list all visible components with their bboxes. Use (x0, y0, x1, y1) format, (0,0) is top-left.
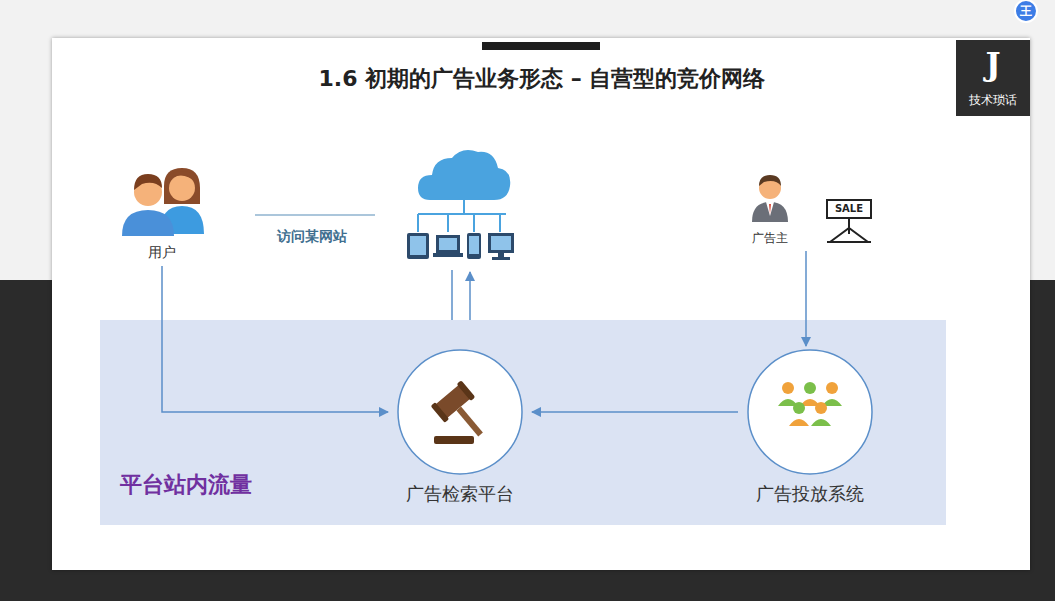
logo-letter: J (956, 44, 1030, 84)
region-band: 平台站内流量 广告检索平台 广告投放系统 (100, 320, 946, 525)
label-wrap: 技术琐话 (956, 92, 1030, 109)
process-circle: 广告检索平台 (390, 348, 530, 506)
users-icon (114, 164, 210, 238)
edge-note: 访问某网站 (262, 228, 362, 246)
sale-sign (827, 200, 871, 242)
logo-box (956, 40, 1030, 116)
circle-outline (746, 348, 874, 476)
actor-node: 广告主 (730, 172, 810, 247)
logo-text: 技术琐话 (956, 92, 1030, 109)
label-wrap: J (956, 44, 1030, 84)
actor-node: 用户 (110, 164, 214, 262)
badge-text: 王 (1015, 2, 1037, 20)
cloud-network-icon (407, 150, 514, 260)
flow-arrow (532, 411, 738, 413)
label-wrap: 访问某网站 (262, 228, 362, 246)
node-label: 广告主 (730, 230, 810, 247)
top-bar (482, 42, 600, 50)
slide-title: 1.6 初期的广告业务形态 – 自营型的竞价网络 (0, 64, 1055, 94)
region-label: 平台站内流量 (120, 470, 252, 500)
title-text: 1.6 初期的广告业务形态 – 自营型的竞价网络 (319, 64, 766, 94)
visit-line (255, 214, 375, 216)
process-circle: 广告投放系统 (740, 348, 880, 506)
group-icon (770, 374, 850, 450)
user-badge (1015, 0, 1037, 22)
sign-text: SALE (827, 202, 871, 216)
node-label: 广告检索平台 (390, 482, 530, 506)
node-label: 用户 (110, 244, 214, 262)
label-wrap: 王 (1015, 2, 1037, 20)
node-label: 广告投放系统 (740, 482, 880, 506)
flow-arrow (805, 251, 807, 346)
label-wrap: SALE (827, 202, 871, 216)
gavel-icon (420, 374, 500, 450)
flow-arrow (162, 266, 388, 412)
advertiser-icon (748, 172, 792, 224)
